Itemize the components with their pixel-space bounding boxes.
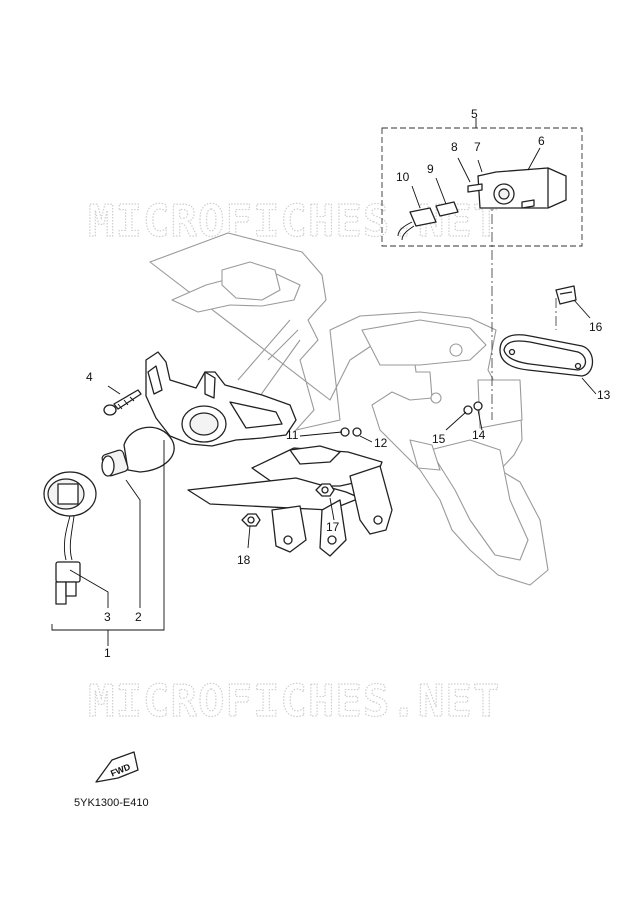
callout-6: 6	[538, 134, 545, 148]
washer-11	[340, 427, 350, 437]
callout-5: 5	[471, 107, 478, 121]
callout-1: 1	[104, 646, 111, 660]
callout-16: 16	[589, 320, 603, 334]
reflector	[499, 334, 594, 377]
callout-11: 11	[286, 428, 299, 442]
leader-lines	[51, 118, 597, 646]
watermark-top: MICROFICHES.NET	[88, 196, 500, 247]
license-light-assembly	[381, 127, 583, 420]
bulb	[101, 426, 175, 477]
screw	[103, 389, 142, 416]
callout-numbers: 5 6 7 8 9 10 4 11 12 15 14 16 13 17 18 3…	[86, 107, 611, 660]
callout-17: 17	[326, 520, 340, 534]
tail-light-housing	[145, 351, 297, 447]
nut-12	[352, 427, 362, 437]
callout-2: 2	[135, 610, 142, 624]
callout-12: 12	[374, 436, 388, 450]
rear-frame-fender	[149, 232, 549, 586]
callout-13: 13	[597, 388, 611, 402]
watermark-bottom: MICROFICHES.NET	[88, 676, 500, 727]
license-bracket	[187, 445, 393, 557]
washer-14	[473, 401, 483, 411]
callout-10: 10	[396, 170, 410, 184]
callout-18: 18	[237, 553, 251, 567]
callout-9: 9	[427, 162, 434, 176]
callout-15: 15	[432, 432, 446, 446]
fwd-arrow: FWD	[95, 751, 139, 783]
callout-7: 7	[474, 140, 481, 154]
callout-3: 3	[104, 610, 111, 624]
clip	[555, 285, 577, 305]
nuts	[241, 401, 483, 527]
drawing-code: 5YK1300-E410	[74, 797, 149, 809]
callout-8: 8	[451, 140, 458, 154]
callout-14: 14	[472, 428, 486, 442]
callout-4: 4	[86, 370, 93, 384]
socket-cord	[43, 471, 97, 605]
